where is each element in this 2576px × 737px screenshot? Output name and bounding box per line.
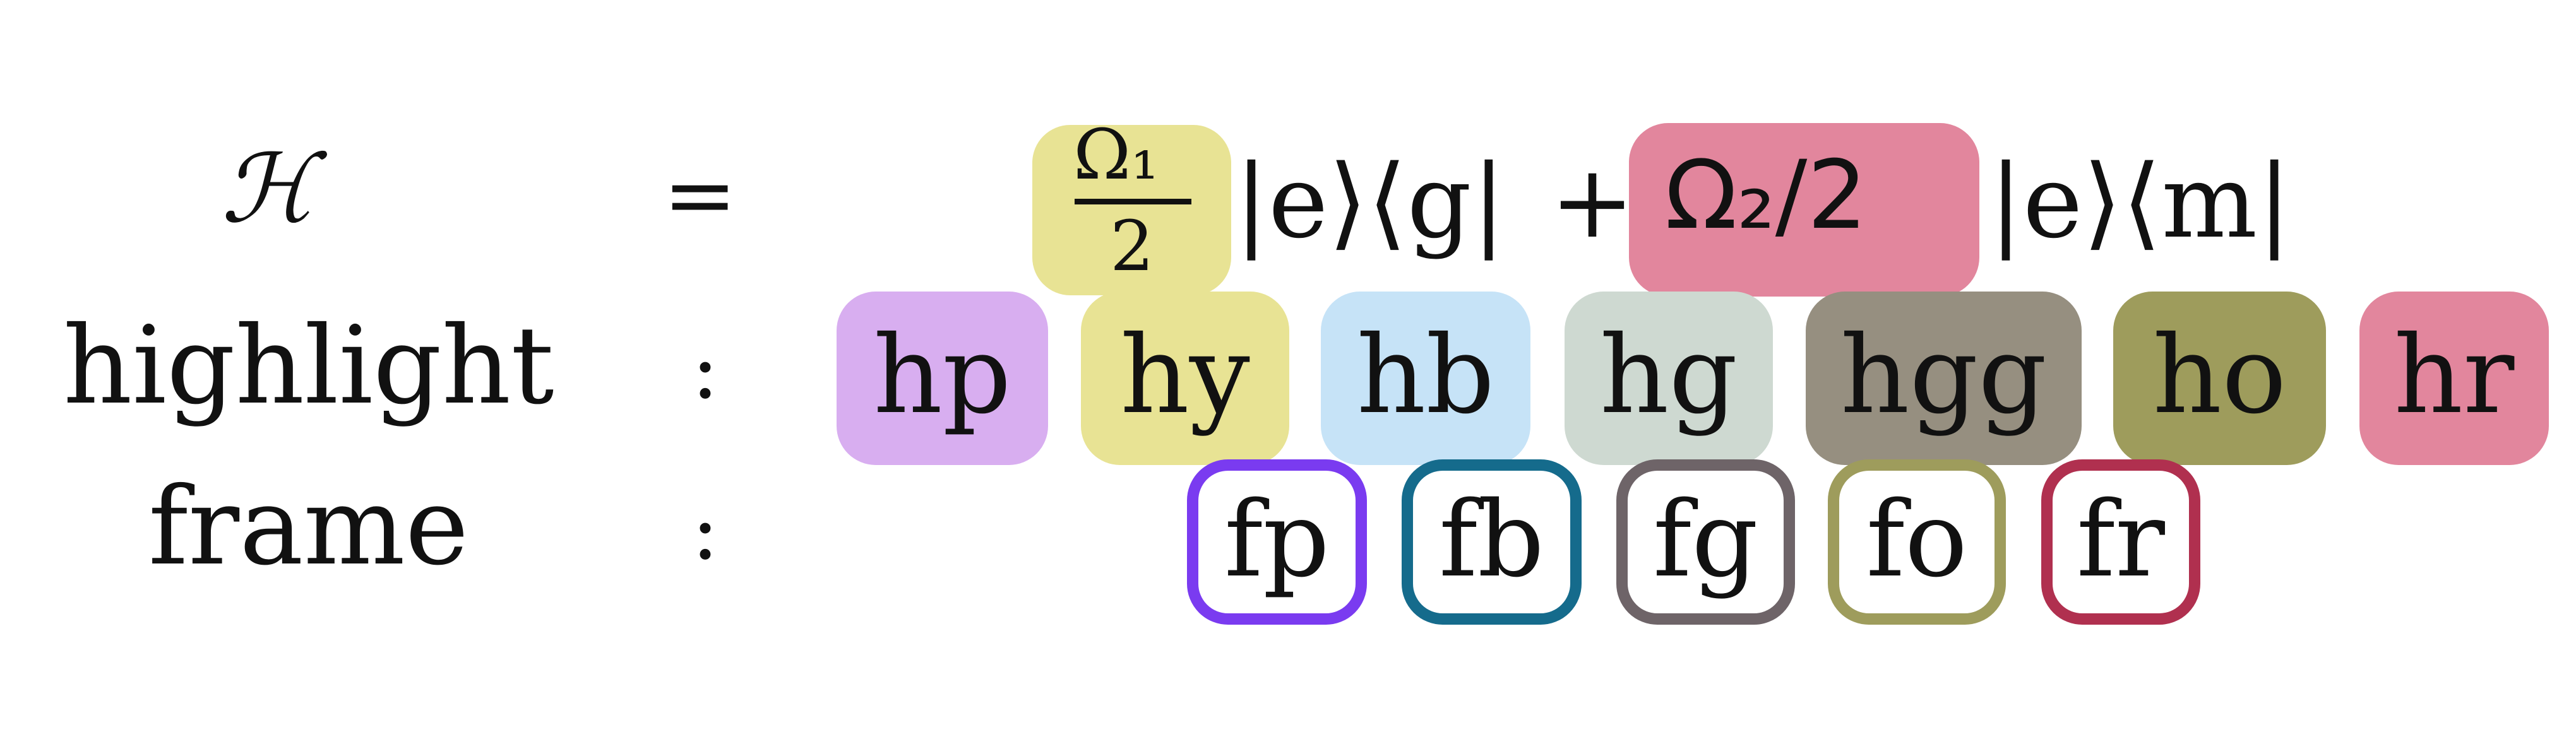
term1-ket-bra: |e⟩⟨g|	[1234, 143, 1506, 261]
fraction-numerator: Ω₁	[1073, 114, 1159, 195]
fraction-bar	[1075, 199, 1191, 204]
hamiltonian-symbol: ℋ	[221, 134, 315, 244]
highlight-row-colon: :	[691, 321, 719, 417]
frame-fb: fb	[1402, 459, 1582, 625]
term2-ket-bra: |e⟩⟨m|	[1989, 143, 2292, 261]
frame-row-label: frame	[148, 464, 469, 589]
chip-ho: ho	[2113, 292, 2326, 465]
chip-hgg: hgg	[1806, 292, 2082, 465]
highlight-row-label: highlight	[63, 304, 554, 428]
chip-hg: hg	[1565, 292, 1773, 465]
chip-hb: hb	[1321, 292, 1530, 465]
chip-hr: hr	[2359, 292, 2549, 465]
fraction-denominator: 2	[1110, 206, 1154, 286]
frame-fg: fg	[1616, 459, 1795, 625]
chip-hp: hp	[837, 292, 1048, 465]
frame-fo: fo	[1828, 459, 2006, 625]
highlight-yellow-fraction-box	[1032, 125, 1231, 295]
chip-hy: hy	[1081, 292, 1289, 465]
frame-fr: fr	[2041, 459, 2200, 625]
equals-sign: =	[663, 144, 737, 247]
plus-sign: +	[1550, 143, 1635, 261]
frame-fp: fp	[1187, 459, 1367, 625]
frame-row-colon: :	[691, 482, 719, 578]
highlight-red-omega2-box	[1629, 123, 1979, 297]
term2-coefficient: Ω₂/2	[1665, 141, 1868, 251]
